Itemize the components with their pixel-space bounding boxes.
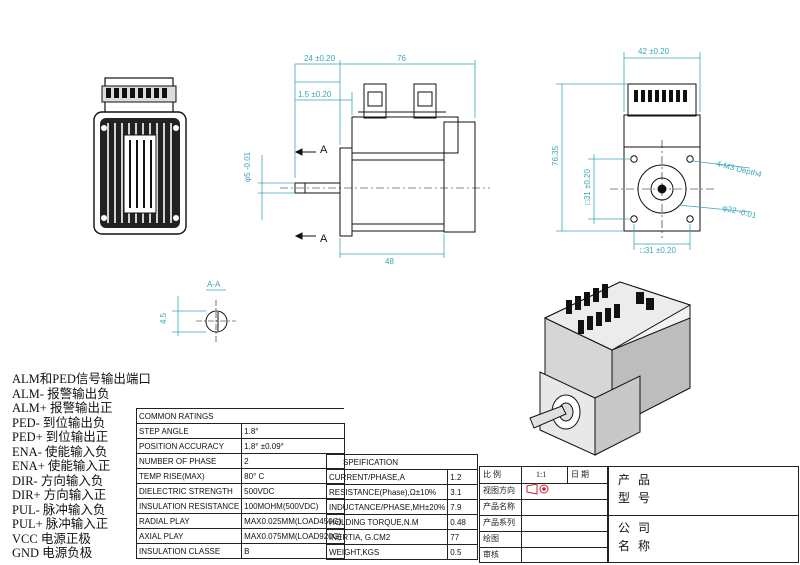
signal-line: DIR+ 方向输入正	[12, 488, 107, 502]
signal-port-list: ALM和PED信号输出端口 ALM- 报警输出负 ALM+ 报警输出正 PED-…	[12, 372, 151, 561]
product-model-label-2: 型号	[618, 491, 659, 505]
title-row-view: 视图方向	[480, 483, 608, 500]
spec-value: 3.1	[447, 484, 478, 500]
signal-line: ENA+ 使能输入正	[12, 459, 111, 473]
flange-end-view	[610, 83, 714, 238]
front-elevation-view	[280, 83, 490, 240]
title-row-drawn: 绘图	[480, 531, 608, 548]
spec-label: CURRENT/PHASE,A	[325, 469, 449, 485]
section-mark-bottom: A	[320, 233, 328, 245]
signal-line: GND 电源负极	[12, 546, 93, 560]
signal-line: ENA- 使能输入负	[12, 444, 108, 459]
spec-value: 77	[447, 529, 478, 545]
dim-mounting-holes: 4-M3 Depth4	[716, 159, 764, 179]
dim-boss-height: 1.5 ±0.20	[298, 90, 332, 99]
view-direction-label: 视图方向	[480, 483, 522, 499]
spec-label: INDUCTANCE/PHASE,MH±20%	[325, 499, 449, 515]
rating-label: TEMP RISE(MAX)	[135, 468, 243, 484]
signal-line: PUL- 脉冲输入负	[12, 502, 106, 517]
dim-pilot-diameter: φ22 -0.01	[722, 203, 758, 220]
signal-line: DIR- 方向输入负	[12, 473, 104, 488]
dim-flat-width: 4.5	[159, 312, 168, 324]
rating-value: 1.8°	[241, 423, 345, 439]
signal-line: VCC 电源正极	[12, 531, 91, 546]
title-block: 比 例 1:1 日 期 视图方向 产品名称 产品系列 绘图 审核 产品 型号 公…	[479, 466, 799, 563]
scale-label: 比 例	[480, 467, 522, 483]
rating-label: POSITION ACCURACY	[135, 438, 243, 454]
rating-value: 1.8° ±0.09°	[241, 438, 345, 454]
title-row-product-name: 产品名称	[480, 499, 608, 516]
rating-label: AXIAL PLAY	[135, 528, 243, 544]
dim-hole-pitch-horizontal: □31 ±0.20	[640, 246, 676, 255]
product-model-label-1: 产品	[618, 473, 659, 487]
ratings-header: COMMON RATINGS	[136, 408, 345, 424]
isometric-view	[529, 281, 692, 456]
dim-shaft-diameter: φ5 -0.01	[243, 151, 252, 182]
rating-label: STEP ANGLE	[135, 423, 243, 439]
scale-value: 1:1	[522, 467, 568, 483]
title-row-scale: 比 例 1:1 日 期	[480, 467, 608, 484]
dim-flange-offset: 24 ±0.20	[304, 54, 336, 63]
rating-label: DIELECTRIC STRENGTH	[135, 483, 243, 499]
section-mark-top: A	[320, 144, 328, 156]
right-dimension-lines	[556, 52, 751, 250]
view-direction-symbol	[522, 483, 608, 499]
product-series-label: 产品系列	[480, 515, 522, 531]
signal-line: ALM- 报警输出负	[12, 386, 110, 401]
spec-label: HOLDING TORQUE,N.M	[325, 514, 449, 530]
section-a-a-view	[196, 300, 236, 342]
rating-label: NUMBER OF PHASE	[135, 453, 243, 469]
center-dimension-lines	[258, 60, 476, 258]
rating-label: INSULATION RESISTANCE	[135, 498, 243, 514]
rating-value: B	[241, 543, 345, 559]
section-a-a-label: A-A	[207, 280, 221, 289]
dim-overall-height: 76.35	[551, 145, 560, 166]
review-label: 审核	[480, 547, 522, 563]
label-column	[608, 467, 655, 563]
dim-overall-length: 76	[397, 54, 406, 63]
company-name-label-1: 公司	[618, 521, 659, 535]
dim-hole-pitch-vertical: □31 ±0.20	[583, 169, 592, 205]
spec-value: 0.48	[447, 514, 478, 530]
section-dimension-lines	[172, 289, 226, 336]
title-row-review: 审核	[480, 547, 608, 563]
dim-body-length: 48	[385, 257, 394, 266]
signal-line: ALM+ 报警输出正	[12, 401, 113, 415]
spec-value: 7.9	[447, 499, 478, 515]
date-label: 日 期	[568, 467, 608, 483]
product-name-label: 产品名称	[480, 499, 522, 515]
signal-line: PUL+ 脉冲输入正	[12, 517, 109, 531]
projection-symbol-icon	[526, 483, 549, 495]
signal-heading: ALM和PED信号输出端口	[12, 372, 151, 386]
rating-label: RADIAL PLAY	[135, 513, 243, 529]
signal-line: PED+ 到位输出正	[12, 430, 109, 444]
spec-value: 0.5	[447, 544, 478, 560]
spec-label: INERTIA, G.CM2	[325, 529, 449, 545]
signal-line: PED- 到位输出负	[12, 415, 106, 430]
specification-header: SPEIFICATION	[326, 454, 478, 470]
dim-flange-width: 42 ±0.20	[638, 47, 670, 56]
spec-label: RESISTANCE(Phase),Ω±10%	[325, 484, 449, 500]
spec-label: WEIGHT,KGS	[325, 544, 449, 560]
side-view-heatsink	[93, 77, 187, 235]
title-row-product-series: 产品系列	[480, 515, 608, 532]
spec-value: 1.2	[447, 469, 478, 485]
drawn-label: 绘图	[480, 531, 522, 547]
company-name-label-2: 名称	[618, 539, 659, 553]
rating-label: INSULATION CLASSE	[135, 543, 243, 559]
